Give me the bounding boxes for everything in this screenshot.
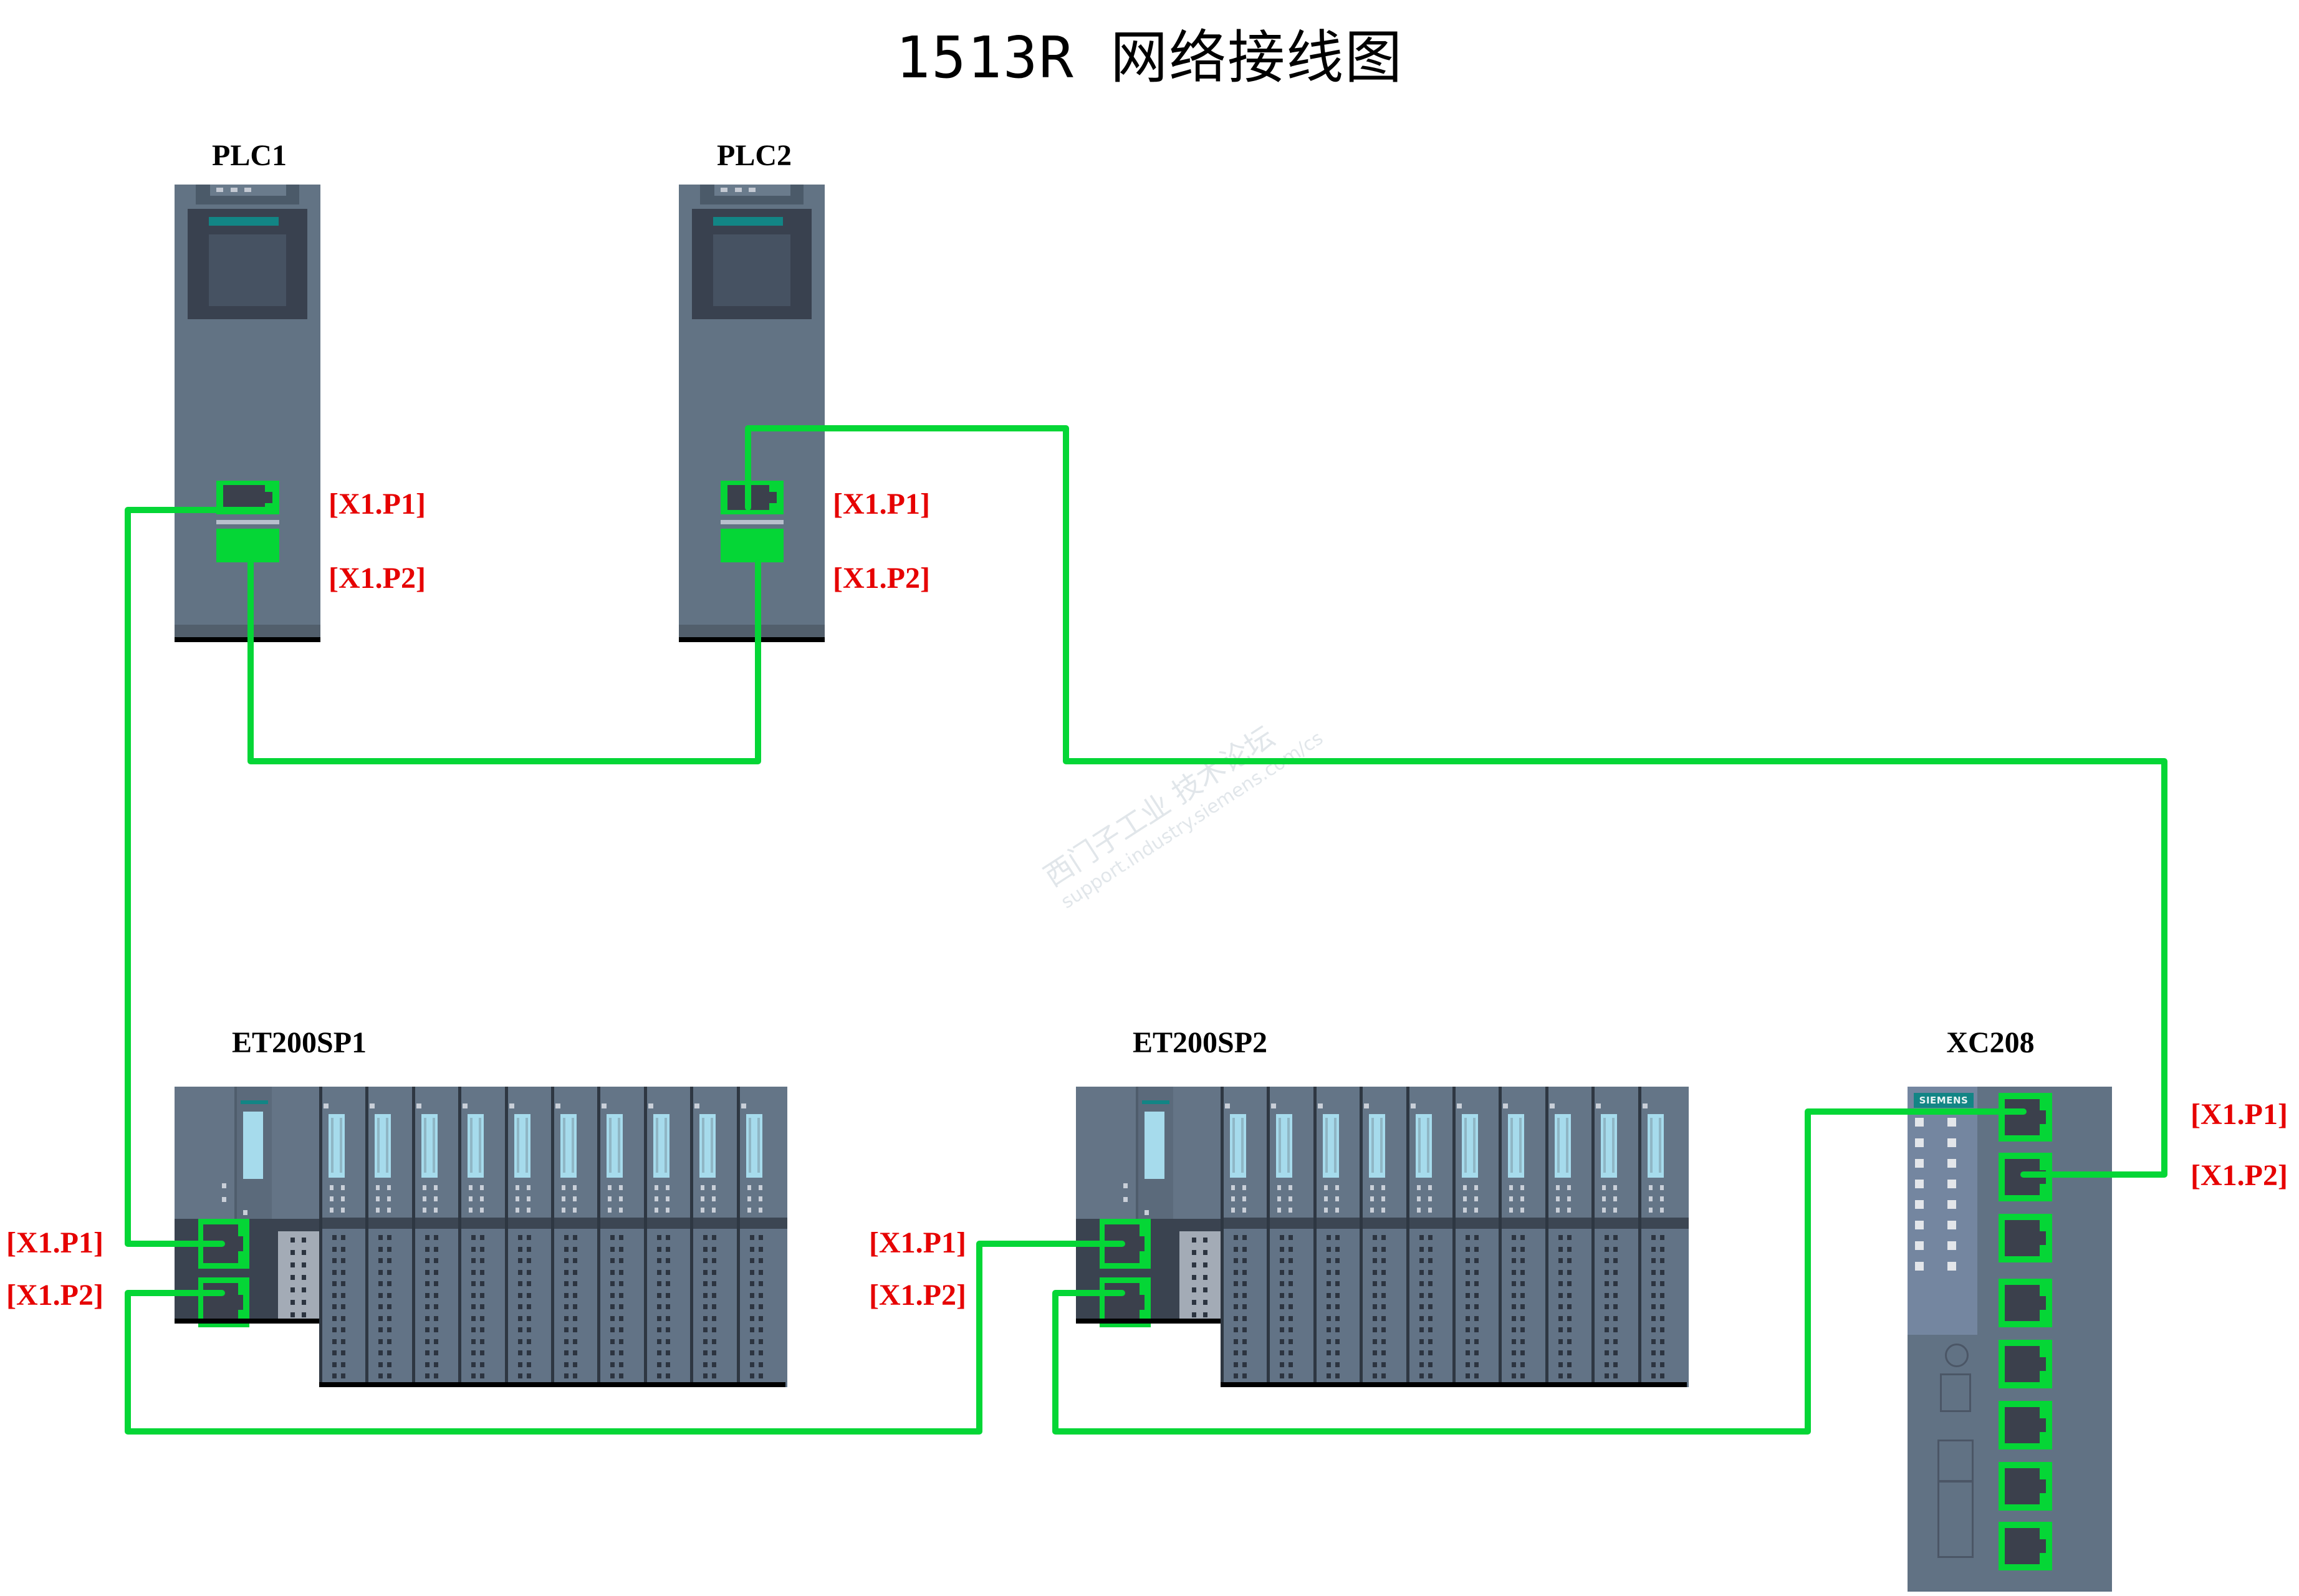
console-port-icon <box>1940 1373 1971 1412</box>
plc1-port-p1-label: [X1.P1] <box>329 488 426 521</box>
plc2-port-p1-label: [X1.P1] <box>833 488 930 521</box>
io-module[interactable] <box>597 1087 648 1387</box>
status-led <box>1947 1180 1956 1188</box>
io-module[interactable] <box>1545 1087 1596 1387</box>
io-module[interactable] <box>690 1087 741 1387</box>
cable-plc2-p1-to-xc208-p2 <box>745 425 2167 1178</box>
status-led <box>1915 1159 1924 1168</box>
plc-top-slot <box>196 185 299 204</box>
io-module[interactable] <box>643 1087 694 1387</box>
xc208-port-p2-label: [X1.P2] <box>2191 1159 2288 1192</box>
et200sp1-device[interactable] <box>175 1087 787 1387</box>
et200sp1-label: ET200SP1 <box>231 1026 367 1059</box>
io-module[interactable] <box>1267 1087 1318 1387</box>
plc1-port-p2[interactable] <box>216 529 279 562</box>
plc2-port-p2-label: [X1.P2] <box>833 562 930 595</box>
xc208-port-p7[interactable] <box>1999 1462 2052 1511</box>
io-module[interactable] <box>1499 1087 1550 1387</box>
status-led <box>1947 1138 1956 1147</box>
xc208-port-p8[interactable] <box>1999 1522 2052 1570</box>
cable-et1-p2-to-et2-p1 <box>125 1241 1125 1435</box>
xc208-port-p5[interactable] <box>1999 1340 2052 1388</box>
status-led <box>1947 1118 1956 1127</box>
plc1-label: PLC1 <box>212 139 287 172</box>
io-module[interactable] <box>551 1087 602 1387</box>
cable-plc1-p1-to-et1-p1 <box>125 507 271 1247</box>
status-led <box>1915 1118 1924 1127</box>
io-module[interactable] <box>458 1087 509 1387</box>
status-led <box>1947 1159 1956 1168</box>
status-led <box>1915 1262 1924 1271</box>
xc208-port-p1[interactable] <box>1999 1093 2052 1142</box>
io-module[interactable] <box>411 1087 463 1387</box>
cable-et2-p2-to-xc208-p1 <box>1052 1108 2027 1435</box>
io-module[interactable] <box>504 1087 555 1387</box>
et200sp2-label: ET200SP2 <box>1132 1026 1268 1059</box>
io-module[interactable] <box>1452 1087 1503 1387</box>
io-module[interactable] <box>1638 1087 1689 1387</box>
plc-display <box>692 209 812 319</box>
et200sp2-device[interactable] <box>1076 1087 1689 1387</box>
status-led <box>1915 1200 1924 1209</box>
xc208-port-p1-label: [X1.P1] <box>2191 1098 2288 1131</box>
siemens-logo: SIEMENS <box>1914 1093 1974 1108</box>
io-module[interactable] <box>736 1087 787 1387</box>
xc208-led-panel: SIEMENS <box>1908 1087 1977 1335</box>
xc208-port-p3[interactable] <box>1999 1214 2052 1262</box>
reset-button-icon <box>1945 1344 1969 1367</box>
status-led <box>1915 1241 1924 1250</box>
cable-plc1-p2-to-plc2-p2 <box>247 559 761 764</box>
plc2-device[interactable] <box>679 185 825 642</box>
et200sp1-port-p2-label: [X1.P2] <box>6 1279 103 1312</box>
plc1-device[interactable] <box>175 185 320 642</box>
plc2-port-p2[interactable] <box>721 529 784 562</box>
status-led <box>1947 1221 1956 1229</box>
plc1-port-p2-label: [X1.P2] <box>329 562 426 595</box>
plc-top-slot <box>700 185 804 204</box>
io-module[interactable] <box>319 1087 370 1387</box>
diagram-title: 1513R 网络接线图 <box>895 24 1404 91</box>
io-module[interactable] <box>1406 1087 1457 1387</box>
et200sp1-interface-module <box>175 1087 319 1327</box>
status-led <box>1947 1241 1956 1250</box>
io-module[interactable] <box>1591 1087 1643 1387</box>
status-led <box>1915 1180 1924 1188</box>
status-led <box>1915 1221 1924 1229</box>
status-led <box>1947 1200 1956 1209</box>
xc208-port-p4[interactable] <box>1999 1279 2052 1327</box>
xc208-device[interactable]: SIEMENS <box>1908 1087 2112 1592</box>
io-module[interactable] <box>365 1087 416 1387</box>
xc208-label: XC208 <box>1946 1026 2035 1059</box>
et200sp2-port-p1-label: [X1.P1] <box>869 1226 966 1259</box>
io-module[interactable] <box>1313 1087 1364 1387</box>
status-led <box>1947 1262 1956 1271</box>
io-module[interactable] <box>1360 1087 1411 1387</box>
status-led <box>1915 1138 1924 1147</box>
signal-terminal-icon <box>1937 1481 1974 1558</box>
plc-display <box>188 209 307 319</box>
et200sp2-port-p2-label: [X1.P2] <box>869 1279 966 1312</box>
xc208-port-p6[interactable] <box>1999 1401 2052 1449</box>
plc2-label: PLC2 <box>717 139 792 172</box>
et200sp1-port-p1-label: [X1.P1] <box>6 1226 103 1259</box>
io-module[interactable] <box>1221 1087 1271 1387</box>
